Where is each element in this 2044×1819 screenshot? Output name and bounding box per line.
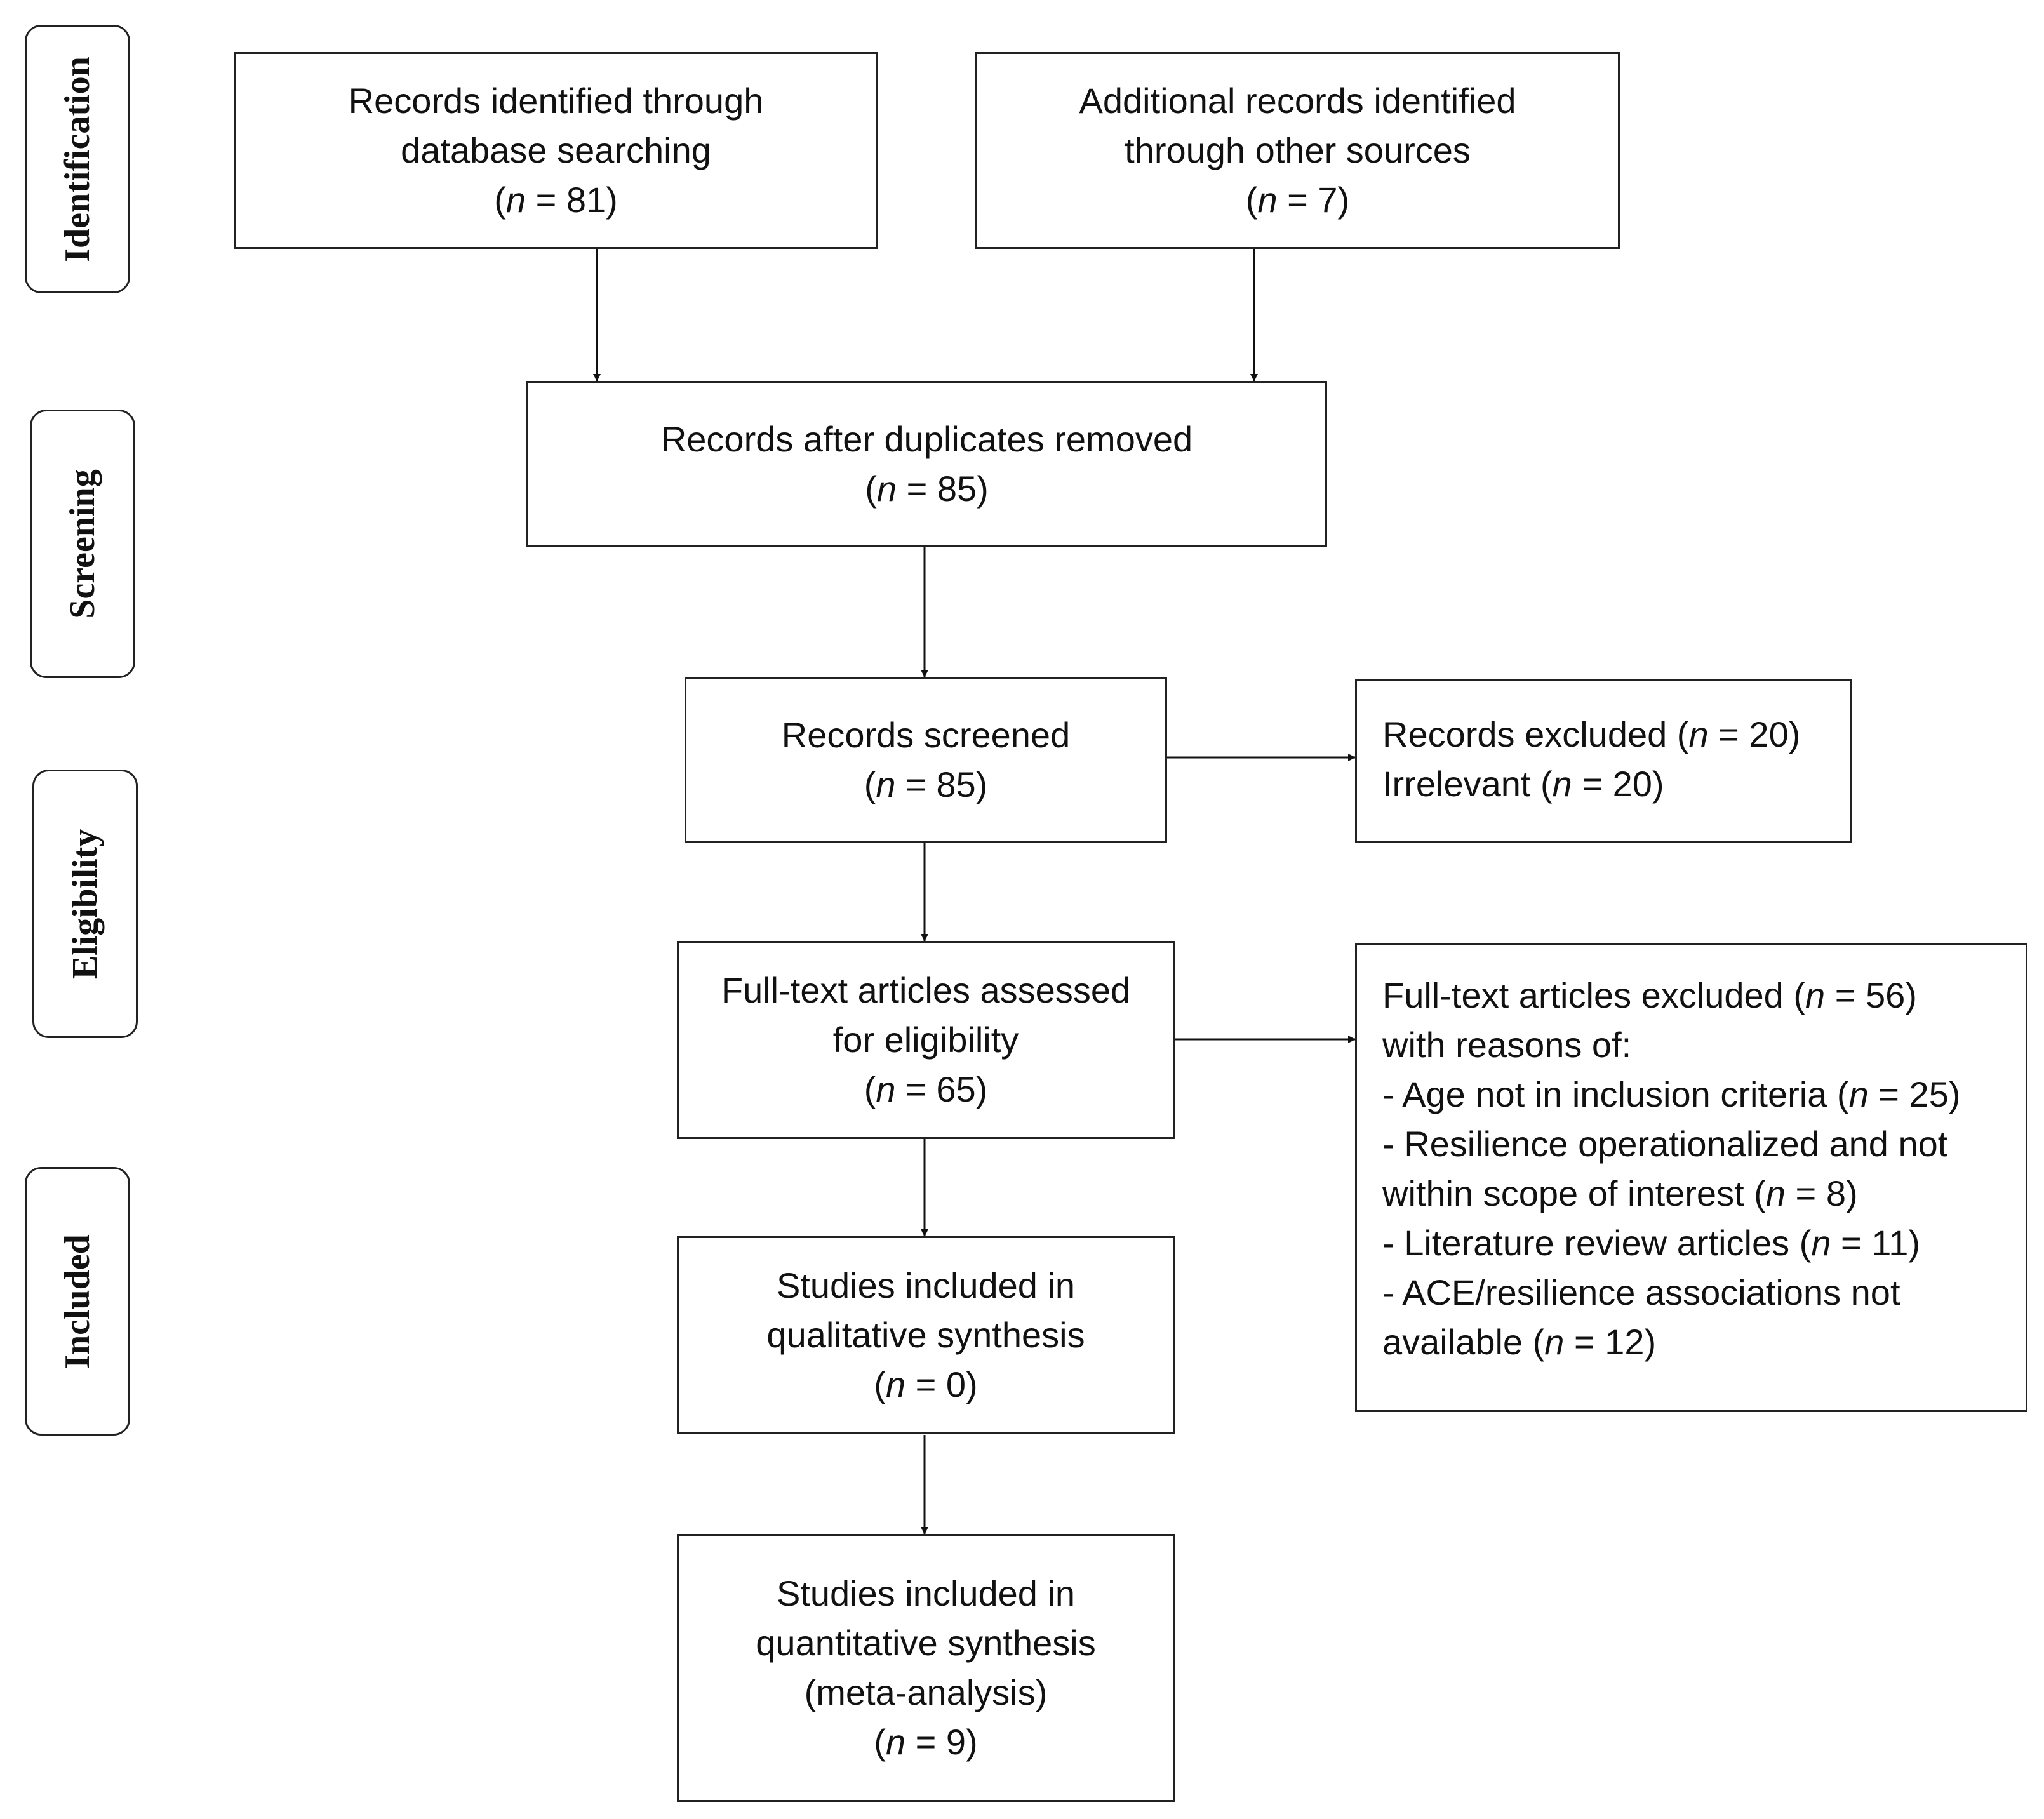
assessed-count: (n = 65) xyxy=(864,1069,988,1109)
qual-line-2: qualitative synthesis xyxy=(766,1315,1085,1355)
box-fulltext-assessed: Full-text articles assessed for eligibil… xyxy=(677,941,1175,1139)
box-database-searching: Records identified through database sear… xyxy=(234,52,878,249)
screened-line-1: Records screened xyxy=(781,715,1071,755)
box-fulltext-excluded: Full-text articles excluded (n = 56) wit… xyxy=(1355,943,2027,1412)
ft-reason-2: - Resilience operationalized and not xyxy=(1382,1124,1948,1164)
box-quantitative-synthesis: Studies included in quantitative synthes… xyxy=(677,1534,1175,1802)
excluded-line-2: Irrelevant (n = 20) xyxy=(1382,764,1664,804)
stage-identification: Identification xyxy=(25,25,130,293)
excluded-line-1: Records excluded (n = 20) xyxy=(1382,714,1801,754)
qual-count: (n = 0) xyxy=(874,1364,978,1404)
box-duplicates-removed: Records after duplicates removed (n = 85… xyxy=(526,381,1327,547)
other-count: (n = 7) xyxy=(1245,180,1350,220)
quant-line-3: (meta-analysis) xyxy=(804,1672,1048,1712)
box-qualitative-synthesis: Studies included in qualitative synthesi… xyxy=(677,1236,1175,1434)
quant-line-1: Studies included in xyxy=(776,1573,1076,1613)
db-count: (n = 81) xyxy=(494,180,618,220)
ft-excluded-header: Full-text articles excluded (n = 56) xyxy=(1382,975,1917,1015)
box-records-excluded: Records excluded (n = 20) Irrelevant (n … xyxy=(1355,679,1852,843)
assessed-line-2: for eligibility xyxy=(832,1020,1019,1060)
stage-eligibility: Eligibility xyxy=(32,770,138,1038)
other-line-2: through other sources xyxy=(1125,130,1471,170)
dup-line-1: Records after duplicates removed xyxy=(660,419,1193,459)
quant-count: (n = 9) xyxy=(874,1722,978,1762)
box-records-screened: Records screened (n = 85) xyxy=(685,677,1167,843)
dup-count: (n = 85) xyxy=(865,469,989,509)
stage-included: Included xyxy=(25,1167,130,1436)
ft-reason-4-cont: available (n = 12) xyxy=(1382,1322,1657,1362)
qual-line-1: Studies included in xyxy=(776,1265,1076,1305)
ft-reason-3: - Literature review articles (n = 11) xyxy=(1382,1223,1921,1263)
db-line-2: database searching xyxy=(401,130,711,170)
ft-excluded-intro: with reasons of: xyxy=(1382,1025,1632,1065)
stage-screening: Screening xyxy=(30,410,135,678)
db-line-1: Records identified through xyxy=(348,81,764,121)
ft-reason-2-cont: within scope of interest (n = 8) xyxy=(1382,1173,1858,1213)
screened-count: (n = 85) xyxy=(864,764,988,804)
other-line-1: Additional records identified xyxy=(1079,81,1516,121)
ft-reason-4: - ACE/resilience associations not xyxy=(1382,1272,1900,1312)
box-other-sources: Additional records identified through ot… xyxy=(975,52,1620,249)
ft-reason-1: - Age not in inclusion criteria (n = 25) xyxy=(1382,1074,1961,1114)
quant-line-2: quantitative synthesis xyxy=(756,1623,1096,1663)
assessed-line-1: Full-text articles assessed xyxy=(721,970,1131,1010)
